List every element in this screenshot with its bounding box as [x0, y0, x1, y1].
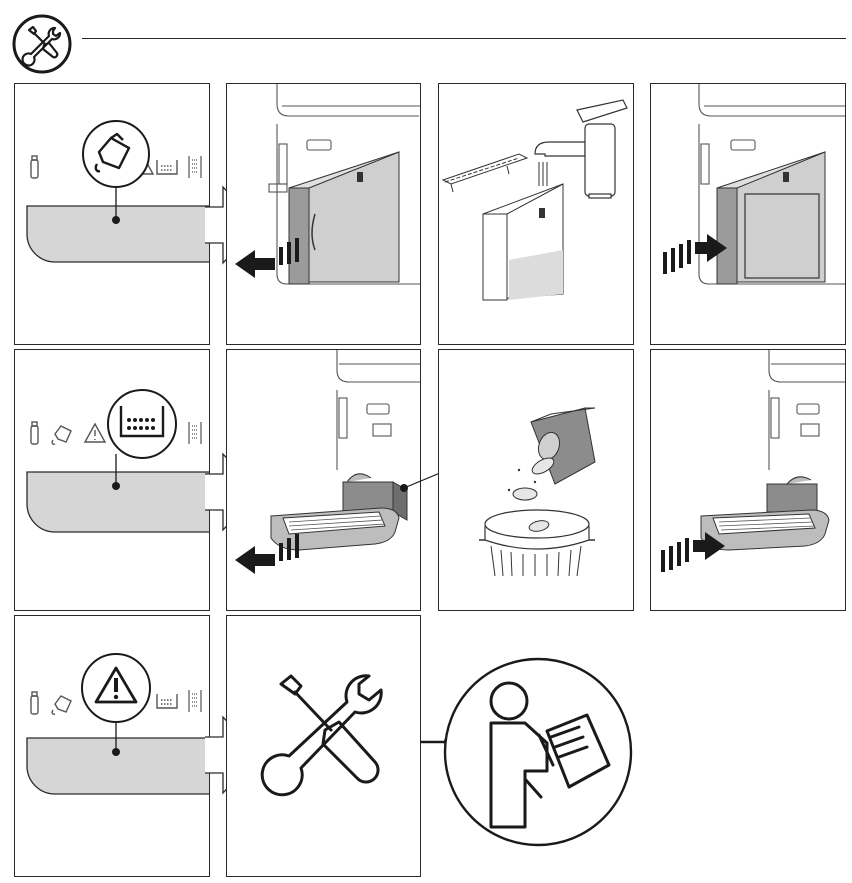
water-jug-icon	[51, 425, 72, 445]
pull-arrow	[235, 534, 299, 574]
panel-remove-drip-tray	[226, 349, 421, 611]
descale-tube-icon	[30, 155, 39, 179]
descale-tube-icon	[30, 691, 39, 715]
panel-indicator-water	[14, 83, 210, 345]
panel-service-tools	[226, 615, 421, 877]
filter-icon	[188, 690, 202, 712]
tools-icon	[260, 674, 383, 797]
pull-arrow	[235, 238, 299, 278]
header-tools-icon	[12, 14, 72, 74]
header-rule	[82, 38, 846, 39]
grounds-container-icon	[156, 160, 178, 175]
push-arrow	[661, 532, 725, 572]
push-arrow	[663, 234, 727, 274]
panel-empty-grounds	[438, 349, 634, 611]
panel-insert-water-tank	[650, 83, 846, 345]
water-jug-icon	[94, 132, 131, 173]
grounds-container-icon	[119, 406, 165, 438]
filter-icon	[188, 156, 202, 178]
warning-icon	[94, 666, 138, 704]
panel-indicator-warning	[14, 615, 210, 877]
panel-remove-water-tank	[226, 83, 421, 345]
descale-tube-icon	[30, 421, 39, 445]
warning-icon	[83, 422, 107, 443]
grounds-container-icon	[156, 694, 178, 709]
panel-indicator-grounds	[14, 349, 210, 611]
water-jug-icon	[51, 695, 72, 715]
panel-insert-drip-tray	[650, 349, 846, 611]
read-manual-icon	[443, 657, 633, 847]
filter-icon	[188, 422, 202, 444]
panel-fill-water-tank	[438, 83, 634, 345]
